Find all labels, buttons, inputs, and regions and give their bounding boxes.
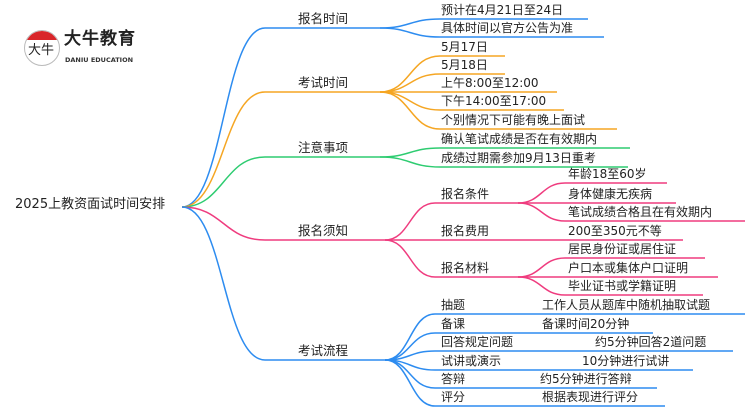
- logo-name: 大牛教育: [64, 29, 136, 49]
- leaf-item: 身体健康无疾病: [568, 187, 653, 201]
- leaf-item: 毕业证书或学籍证明: [568, 279, 677, 293]
- leaf-line: [517, 276, 703, 296]
- branch-signup-info: 报名须知: [298, 223, 349, 238]
- leaf-item: 5月18日: [441, 58, 488, 72]
- leaf-item: 上午8:00至12:00: [441, 76, 539, 90]
- leaf-item: 成绩过期需参加9月13日重考: [441, 151, 596, 165]
- branch-notes: 注意事项: [298, 140, 349, 155]
- leaf-line: [384, 313, 745, 361]
- branch-line: [181, 91, 380, 208]
- logo-arc: [25, 31, 59, 40]
- root-topic: 2025上教资面试时间安排: [15, 197, 166, 212]
- sub-line: [384, 239, 518, 278]
- process-step-name: 试讲或演示: [441, 354, 502, 368]
- process-step-desc: 约5分钟进行答辩: [540, 372, 632, 386]
- sub-line: [384, 202, 518, 241]
- leaf-line: [379, 27, 604, 38]
- branch-line: [181, 206, 385, 361]
- process-step-desc: 根据表现进行评分: [542, 390, 639, 404]
- leaf-line: [379, 147, 630, 158]
- leaf-item: 年龄18至60岁: [568, 167, 647, 181]
- process-step-name: 答辩: [441, 372, 466, 386]
- logo-emblem: 大牛: [24, 30, 60, 66]
- leaf-item: 具体时间以官方公告为准: [441, 21, 574, 35]
- process-step-name: 评分: [441, 390, 466, 404]
- leaf-line: [517, 202, 745, 222]
- branch-line: [181, 156, 380, 208]
- process-step-name: 备课: [441, 317, 466, 331]
- sub-signup-materials: 报名材料: [441, 261, 490, 275]
- branch-exam-time: 考试时间: [298, 75, 349, 90]
- leaf-line: [384, 350, 733, 361]
- process-step-desc: 10分钟进行试讲: [582, 354, 670, 368]
- branch-signup-time: 报名时间: [298, 11, 349, 26]
- leaf-item: 户口本或集体户口证明: [568, 261, 689, 275]
- logo-subtitle: DANIU EDUCATION: [65, 56, 134, 64]
- leaf-item: 笔试成绩合格且在有效期内: [568, 205, 713, 219]
- leaf-item: 预计在4月21日至24日: [441, 3, 564, 17]
- logo-glyph: 大牛: [28, 43, 55, 58]
- process-step-desc: 备课时间20分钟: [542, 317, 630, 331]
- leaf-item: 5月17日: [441, 40, 488, 54]
- leaf-item: 居民身份证或居住证: [568, 242, 677, 256]
- leaf-line: [379, 91, 617, 130]
- sub-signup-fee: 报名费用: [441, 224, 490, 238]
- branch-line: [181, 206, 385, 241]
- logo: 大牛 大牛教育 DANIU EDUCATION: [22, 26, 152, 74]
- leaf-line: [379, 55, 505, 93]
- process-step-desc: 约5分钟回答2道问题: [595, 335, 707, 349]
- process-step-desc: 工作人员从题库中随机抽取试题: [542, 298, 711, 312]
- leaf-item: 200至350元不等: [568, 224, 662, 238]
- branch-line: [181, 27, 380, 208]
- leaf-item: 下午14:00至17:00: [441, 94, 547, 108]
- sub-signup-conditions: 报名条件: [441, 187, 490, 201]
- leaf-line: [384, 359, 665, 407]
- process-step-name: 抽题: [441, 298, 466, 312]
- leaf-item: 确认笔试成绩是否在有效期内: [441, 132, 598, 146]
- branch-process: 考试流程: [298, 343, 349, 358]
- leaf-line: [379, 156, 628, 168]
- leaf-item: 个别情况下可能有晚上面试: [441, 113, 586, 127]
- process-step-name: 回答规定问题: [441, 335, 514, 349]
